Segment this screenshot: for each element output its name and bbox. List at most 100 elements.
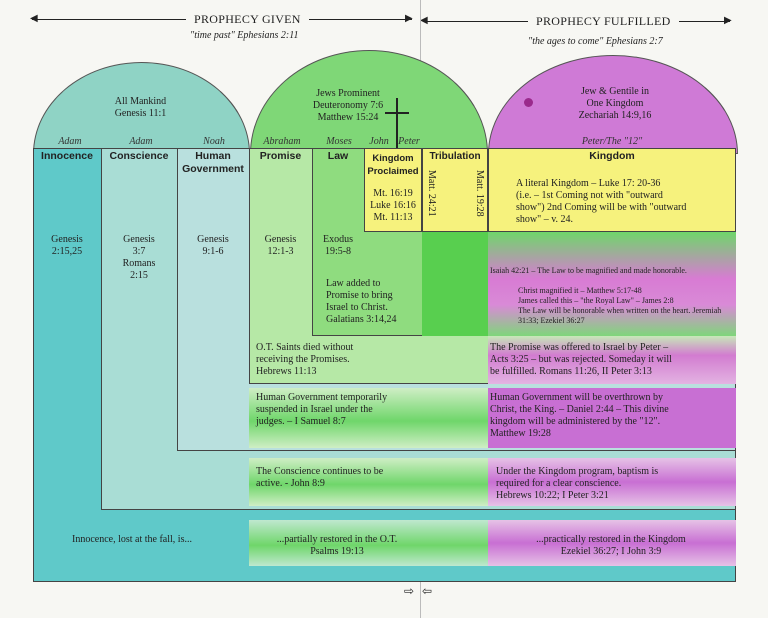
person-john: John	[369, 136, 389, 147]
col-kingdom-body	[488, 148, 736, 232]
person-noah: Noah	[203, 136, 225, 147]
col-head-law: Law	[327, 150, 349, 162]
note-law-added-1: Law added to	[326, 278, 381, 289]
col-head-conscience: Conscience	[109, 150, 169, 162]
ref-proclaimed-1: Mt. 16:19	[373, 188, 413, 199]
note-gov-overthrown-4: Matthew 19:28	[490, 428, 551, 439]
col-head-tribulation: Tribulation	[429, 151, 481, 162]
arch-kingdom-line3: Zechariah 14:9,16	[578, 110, 652, 121]
note-gov-overthrown-3: kingdom will be administered by the "12"…	[490, 416, 661, 427]
prophecy-fulfilled-sub: "the ages to come" Ephesians 2:7	[528, 36, 663, 47]
ref-trib-vertical-1: Matt. 24:21	[426, 170, 437, 217]
promise-band-purple	[488, 336, 736, 384]
note-ot-saints-1: O.T. Saints died without	[256, 342, 354, 353]
ref-promise-2: 12:1-3	[267, 246, 294, 257]
note-literal-kingdom-2: (i.e. – 1st Coming not with "outward	[516, 190, 663, 201]
note-practically-restored-2: Ezekiel 36:27; I John 3:9	[560, 546, 662, 557]
law-band-purple	[488, 232, 736, 336]
note-law-added-2: Promise to bring	[326, 290, 393, 301]
note-gov-suspended-1: Human Government temporarily	[256, 392, 388, 403]
note-baptism-3: Hebrews 10:22; I Peter 3:21	[496, 490, 609, 501]
person-peter: Peter	[398, 136, 420, 147]
col-head-promise: Promise	[259, 150, 302, 162]
ref-innocence-1: Genesis	[51, 234, 83, 245]
arch-jews-line1: Jews Prominent	[316, 88, 380, 99]
ref-proclaimed-3: Mt. 11:13	[373, 212, 413, 223]
note-gov-suspended-3: judges. – I Samuel 8:7	[256, 416, 346, 427]
note-conscience-active-2: active. - John 8:9	[256, 478, 325, 489]
col-tribulation-body	[422, 148, 488, 232]
note-practically-restored-1: ...practically restored in the Kingdom	[536, 534, 686, 545]
ref-conscience-4: 2:15	[130, 270, 148, 281]
ref-proclaimed-2: Luke 16:16	[370, 200, 416, 211]
ref-trib-vertical-2: Matt. 19:28	[474, 170, 485, 217]
conscience-band-green	[249, 458, 488, 506]
fulfilled-arrow-head-right: ▶	[724, 15, 732, 26]
law-band-green	[422, 232, 488, 336]
person-adam-2: Adam	[129, 136, 153, 147]
note-isaiah: Isaiah 42:21 – The Law to be magnified a…	[490, 266, 687, 275]
person-abraham: Abraham	[263, 136, 301, 147]
note-partially-restored-1: ...partially restored in the O.T.	[276, 534, 398, 545]
note-isaiah-bullet-3: The Law will be honorable when written o…	[518, 306, 722, 325]
innocence-band-purple	[488, 520, 736, 566]
note-promise-offered-1: The Promise was offered to Israel by Pet…	[490, 342, 669, 353]
note-gov-suspended-2: suspended in Israel under the	[256, 404, 373, 415]
note-promise-offered-3: be fulfilled. Romans 11:26, II Peter 3:1…	[490, 366, 652, 377]
col-proclaimed-body	[364, 148, 422, 232]
center-arrow-left-icon: ⇨	[404, 584, 415, 598]
note-baptism-2: required for a clear conscience.	[496, 478, 622, 489]
ref-law-1: Exodus	[323, 234, 353, 245]
note-gov-overthrown-2: Christ, the King. – Daniel 2:44 – This d…	[490, 404, 669, 415]
prophecy-given-title: PROPHECY GIVEN	[186, 12, 309, 27]
given-arrow-head-left: ◀	[30, 13, 38, 24]
gov-band-purple	[488, 388, 736, 448]
note-gov-overthrown-1: Human Government will be overthrown by	[490, 392, 664, 403]
arch-all-mankind-line1: All Mankind	[114, 96, 167, 107]
arch-jews-line2: Deuteronomy 7:6	[312, 100, 384, 111]
note-baptism-1: Under the Kingdom program, baptism is	[496, 466, 659, 477]
person-moses: Moses	[326, 136, 352, 147]
note-isaiah-bullet-2: James called this – "the Royal Law" – Ja…	[518, 296, 674, 305]
ref-human-gov-1: Genesis	[197, 234, 229, 245]
ref-promise-1: Genesis	[264, 234, 297, 245]
col-head-innocence: Innocence	[41, 150, 93, 162]
conscience-band-purple	[488, 458, 736, 506]
note-literal-kingdom-3: show") 2nd Coming will be with "outward	[516, 202, 687, 213]
note-isaiah-bullet-1: Christ magnified it – Matthew 5:17-48	[518, 286, 642, 295]
dot-icon	[524, 98, 533, 107]
person-adam-1: Adam	[58, 136, 82, 147]
ref-conscience-3: Romans	[122, 258, 156, 269]
note-ot-saints-3: Hebrews 11:13	[256, 366, 317, 377]
note-partially-restored-2: Psalms 19:13	[310, 546, 364, 557]
note-literal-kingdom-4: show" – v. 24.	[516, 214, 574, 225]
note-innocence-lost: Innocence, lost at the fall, is...	[72, 534, 192, 545]
prophecy-given-sub: "time past" Ephesians 2:11	[190, 30, 299, 41]
center-arrow-right-icon: ⇦	[422, 584, 433, 598]
ref-conscience-1: Genesis	[123, 234, 155, 245]
arch-kingdom-line1: Jew & Gentile in	[580, 86, 650, 97]
ref-human-gov-2: 9:1-6	[202, 246, 224, 257]
innocence-band-green	[249, 520, 488, 566]
note-ot-saints-2: receiving the Promises.	[256, 354, 350, 365]
col-head-kingdom-proclaimed-1: Kingdom	[372, 153, 414, 164]
gov-band-green	[249, 388, 488, 448]
arch-jews-line3: Matthew 15:24	[317, 112, 379, 123]
prophecy-fulfilled-title: PROPHECY FULFILLED	[528, 14, 679, 29]
cross-icon	[396, 98, 398, 152]
arch-kingdom-line2: One Kingdom	[586, 98, 644, 109]
person-peter-the-12: Peter/The "12"	[581, 136, 643, 147]
arch-all-mankind-line2: Genesis 11:1	[114, 108, 167, 119]
note-law-added-3: Israel to Christ.	[326, 302, 388, 313]
ref-conscience-2: 3:7	[132, 246, 146, 257]
note-literal-kingdom-1: A literal Kingdom – Luke 17: 20-36	[516, 178, 661, 189]
given-arrow-head-right: ▶	[405, 13, 413, 24]
note-law-added-4: Galatians 3:14,24	[326, 314, 397, 325]
ref-innocence-2: 2:15,25	[51, 246, 83, 257]
note-promise-offered-2: Acts 3:25 – but was rejected. Someday it…	[490, 354, 672, 365]
ref-law-2: 19:5-8	[324, 246, 352, 257]
col-head-kingdom-proclaimed-2: Proclaimed	[367, 166, 419, 177]
col-head-human-gov-1: Human	[195, 150, 231, 162]
note-conscience-active-1: The Conscience continues to be	[256, 466, 384, 477]
cross-icon-bar	[385, 112, 409, 114]
